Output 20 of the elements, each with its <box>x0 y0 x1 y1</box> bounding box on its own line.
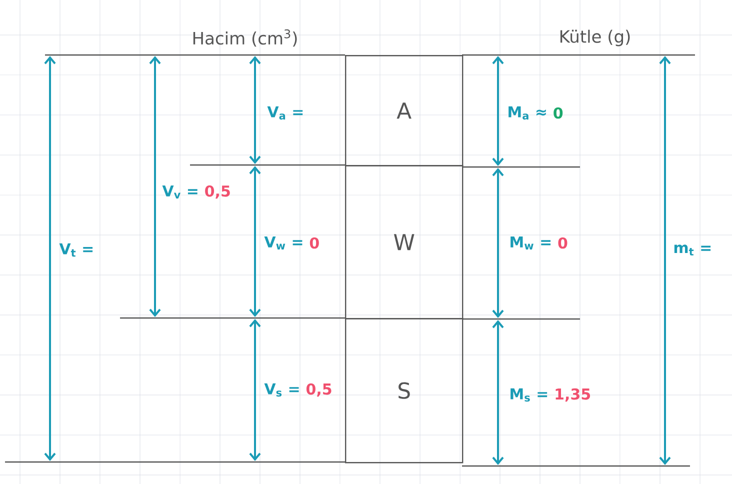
dimension-label: M$_{a}$ ≈ <box>508 106 546 120</box>
dimension-label: V$_{w}$ = <box>264 236 302 250</box>
dimension-label: V$_{t}$ = <box>59 243 93 257</box>
phase-box: S <box>345 318 464 464</box>
dimension-label: m$_{t}$ = <box>674 244 711 256</box>
value-label: 0,5 <box>205 185 230 199</box>
value-label: 0 <box>554 107 563 119</box>
value-label: 0 <box>310 237 319 249</box>
dimension-label: V$_{s}$ = <box>264 383 299 397</box>
dimension-label: V$_{a}$ = <box>267 106 303 120</box>
dimension-label: V$_{v}$ = <box>162 185 198 199</box>
phase-box: A <box>345 55 464 166</box>
column-heading: Kütle (g) <box>560 30 630 46</box>
dimension-label: M$_{w}$ = <box>510 236 551 250</box>
value-label: 0,5 <box>306 383 332 397</box>
column-heading: Hacim (cm$^{3}$) <box>193 29 297 47</box>
value-label: 0 <box>558 237 568 249</box>
phase-box: W <box>345 165 464 320</box>
value-label: 1,35 <box>556 388 590 402</box>
dimension-label: M$_{s}$ = <box>510 388 548 402</box>
